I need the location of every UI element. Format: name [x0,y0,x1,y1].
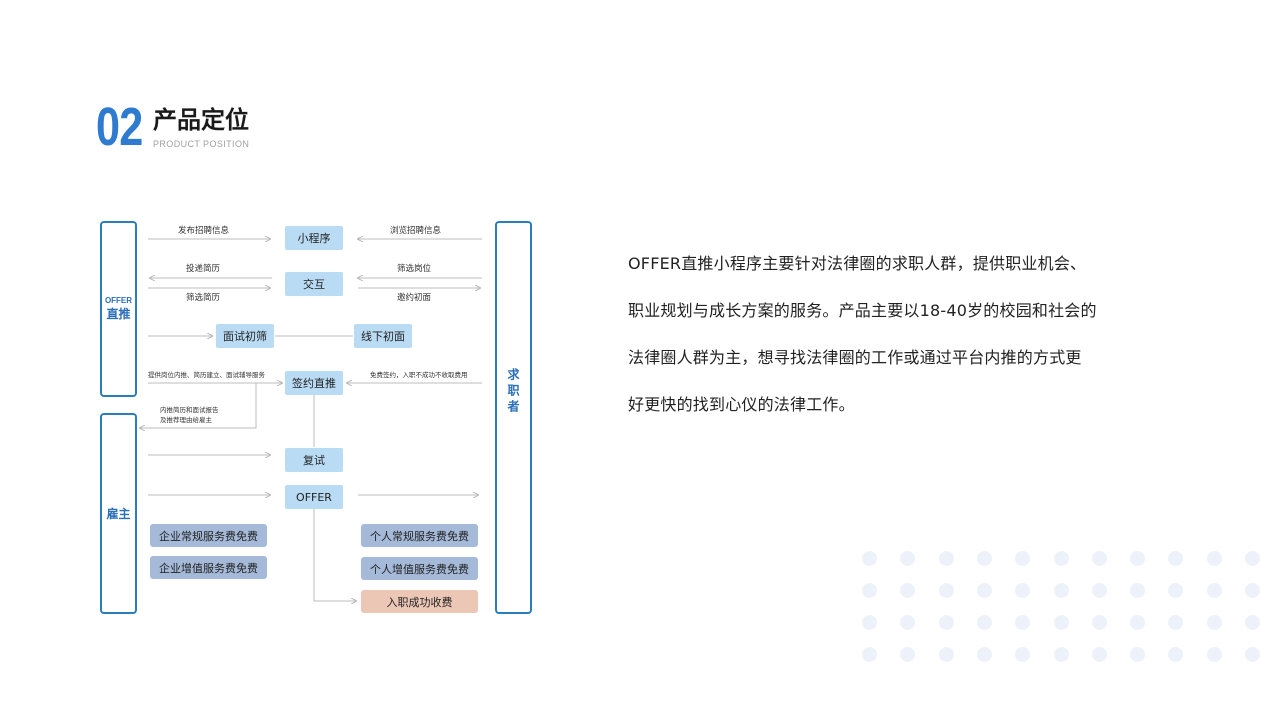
fee-personal-regular: 个人常规服务费免费 [361,524,478,547]
product-description: OFFER直推小程序主要针对法律圈的求职人群，提供职业机会、 职业规划与成长方案… [628,240,1173,428]
node-first-screen: 面试初筛 [216,324,274,348]
decorative-dot [1053,647,1069,662]
decorative-dot [900,551,916,566]
employer-label: 雇主 [106,507,131,521]
decorative-dot [938,615,954,630]
decorative-dot [862,551,877,566]
decorative-dot [1168,615,1184,630]
decorative-dot [976,647,992,662]
offer-box-top: OFFER [104,296,133,305]
node-interact: 交互 [285,272,343,296]
decorative-dot [1168,583,1184,598]
label-services: 提供岗位内推、简历建立、面试辅导服务 [148,371,265,379]
decorative-dot [1245,583,1260,598]
label-browse-jobs: 浏览招聘信息 [390,226,442,236]
decorative-dot [1015,647,1031,662]
fee-enterprise-value: 企业增值服务费免费 [150,556,267,579]
label-referral-line1: 内推简历和面试报告 [160,406,219,414]
description-line: OFFER直推小程序主要针对法律圈的求职人群，提供职业机会、 [628,254,1087,273]
decorative-dot [862,583,877,598]
section-title: 产品定位 [153,106,249,134]
label-filter-jobs: 筛选岗位 [397,264,432,274]
decorative-dot [938,583,954,598]
decorative-dot [1245,615,1260,630]
decorative-dot [1130,647,1146,662]
decorative-dot [1206,583,1222,598]
decorative-dot [862,647,877,662]
description-line: 好更快的找到心仪的法律工作。 [628,395,855,414]
decorative-dot [1091,647,1107,662]
decorative-dot [1245,551,1260,566]
decorative-dot [1206,615,1222,630]
employer-box: 雇主 [100,413,137,614]
label-screen-resume: 筛选简历 [186,293,221,303]
decorative-dot [1245,647,1260,662]
decorative-dot [1091,551,1107,566]
label-invite-interview: 邀约初面 [397,293,432,303]
decorative-dot [938,647,954,662]
decorative-dot [1015,551,1031,566]
section-number: 02 [96,97,143,157]
decorative-dot [1053,551,1069,566]
job-seeker-box: 求职者 [495,221,532,614]
decorative-dot [1206,551,1222,566]
decorative-dot [1015,583,1031,598]
fee-enterprise-regular: 企业常规服务费免费 [150,524,267,547]
decorative-dot [1130,583,1146,598]
node-offer: OFFER [285,485,343,509]
offer-box-bottom: 直推 [106,307,131,321]
decorative-dot [1015,615,1031,630]
node-offline-interview: 线下初面 [354,324,412,348]
label-submit-resume: 投递简历 [186,264,221,274]
job-seeker-label: 求职者 [506,368,520,416]
decorative-dot [976,615,992,630]
decorative-dot [862,615,877,630]
decorative-dot [976,551,992,566]
node-second-interview: 复试 [285,448,343,472]
decorative-dot [976,583,992,598]
decorative-dot-grid [862,551,1262,666]
decorative-dot [900,615,916,630]
fee-success: 入职成功收费 [361,590,478,613]
node-mini-program: 小程序 [285,226,343,250]
offer-platform-box: OFFER 直推 [100,221,137,397]
decorative-dot [938,551,954,566]
decorative-dot [1130,615,1146,630]
positioning-flow-diagram: OFFER 直推 雇主 求职者 发布招聘信息 浏览招聘信息 投递简历 筛选岗位 … [0,0,600,720]
decorative-dot [1168,551,1184,566]
node-sign: 签约直推 [285,371,343,395]
decorative-dot [1053,583,1069,598]
decorative-dot [900,583,916,598]
section-subtitle: PRODUCT POSITION [153,139,250,149]
decorative-dot [1053,615,1069,630]
label-referral-line2: 及推荐理由给雇主 [160,416,212,424]
label-post-jobs: 发布招聘信息 [178,226,230,236]
decorative-dot [1130,551,1146,566]
decorative-dot [1091,615,1107,630]
decorative-dot [1091,583,1107,598]
decorative-dot [900,647,916,662]
flow-connectors [0,0,482,720]
description-line: 法律圈人群为主，想寻找法律圈的工作或通过平台内推的方式更 [628,348,1082,367]
description-line: 职业规划与成长方案的服务。产品主要以18-40岁的校园和社会的 [628,301,1097,320]
label-free-sign: 免费签约，入职不成功不收取费用 [370,371,468,379]
decorative-dot [1168,647,1184,662]
decorative-dot [1206,647,1222,662]
fee-personal-value: 个人增值服务费免费 [361,557,478,580]
